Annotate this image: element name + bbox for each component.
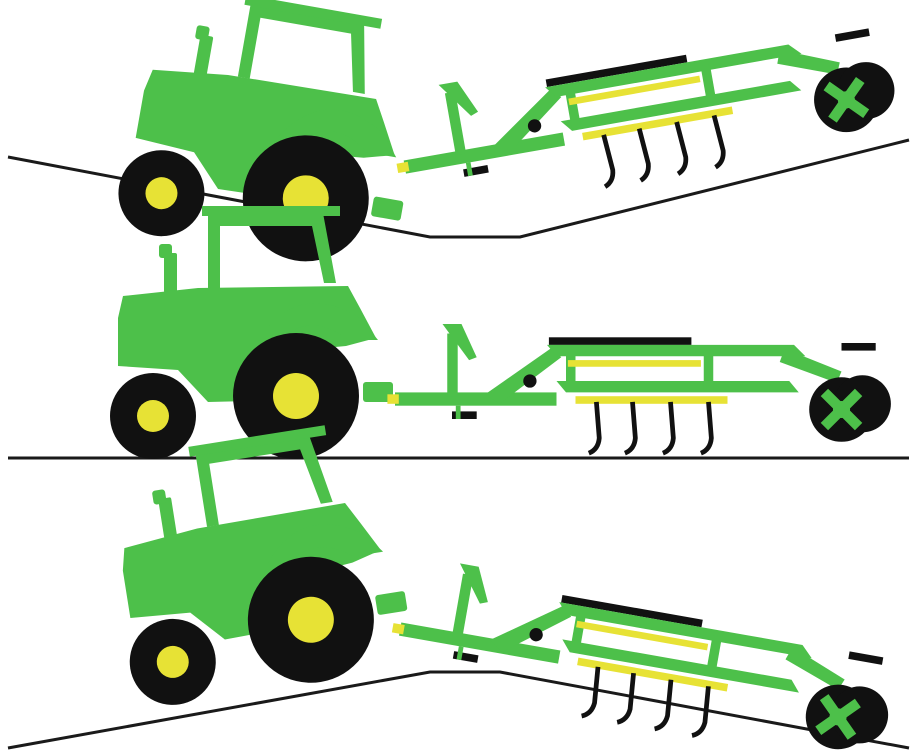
panel-dip-terrain [8,0,909,277]
cultivator-implement-icon [387,324,891,453]
tractor-icon [110,206,393,459]
cultivator-implement-icon [383,554,901,755]
tractor-icon [97,417,416,711]
cultivator-implement-icon [384,7,902,222]
tractor-icon [112,0,435,277]
panel-crest-terrain [8,417,909,755]
panel-flat-terrain [8,206,909,459]
